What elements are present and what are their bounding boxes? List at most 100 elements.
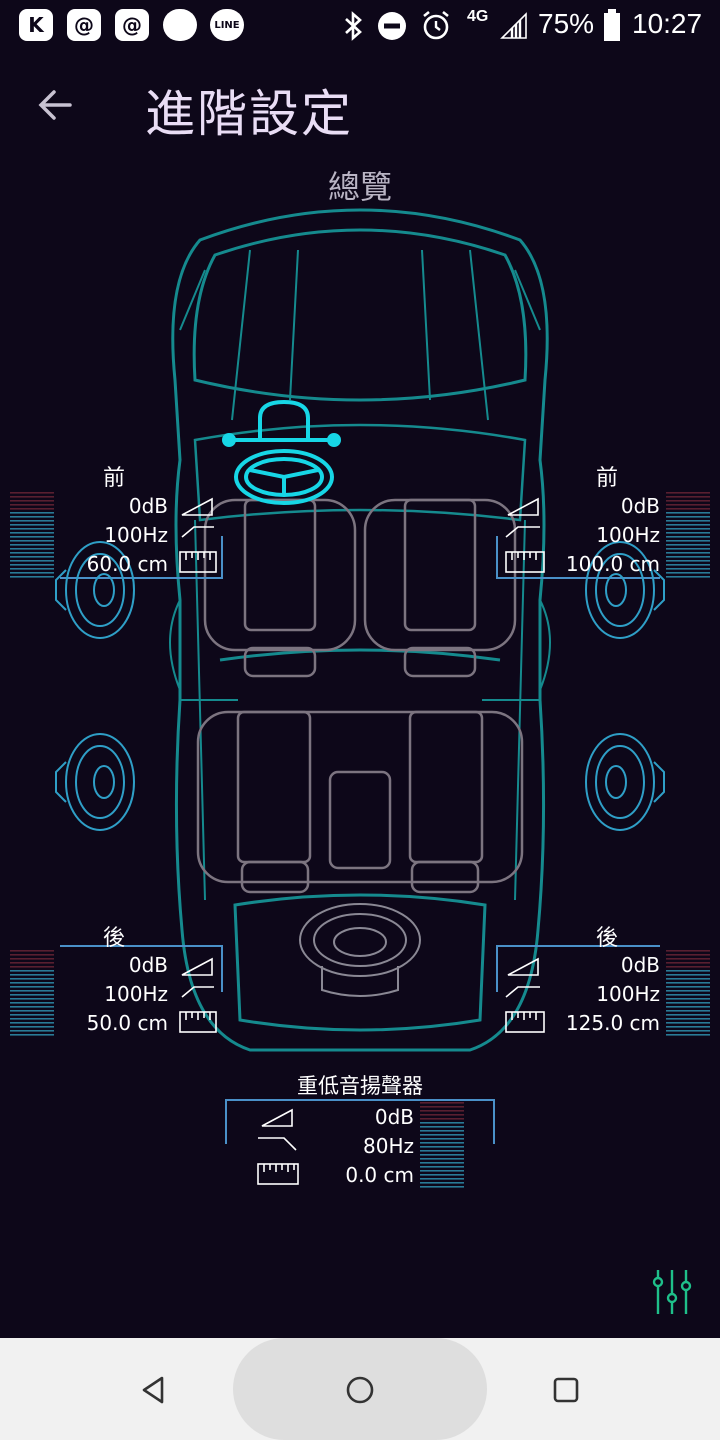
rear-left-frequency[interactable]: 100Hz — [104, 982, 168, 1006]
front-right-frequency[interactable]: 100Hz — [596, 523, 660, 547]
meter-bar — [420, 1110, 464, 1112]
meter-bar — [10, 1002, 54, 1004]
subwoofer-bracket — [225, 1099, 495, 1144]
car-body-outline — [171, 208, 549, 1052]
meter-bar — [666, 994, 710, 996]
rear-right-distance[interactable]: 125.0 cm — [565, 1011, 660, 1035]
meter-bar — [10, 958, 54, 960]
meter-bar — [10, 540, 54, 542]
front-right-distance[interactable]: 100.0 cm — [565, 552, 660, 576]
subwoofer-distance[interactable]: 0.0 cm — [345, 1163, 414, 1187]
gain-icon — [181, 497, 213, 516]
rear-right-frequency[interactable]: 100Hz — [596, 982, 660, 1006]
meter-bar — [10, 560, 54, 562]
meter-bar — [666, 978, 710, 980]
battery-percent: 75% — [538, 8, 595, 39]
nav-back-icon[interactable] — [138, 1374, 170, 1406]
meter-bar — [10, 982, 54, 984]
meter-bar — [666, 572, 710, 574]
roof-line-1 — [219, 648, 501, 662]
front-left-gain[interactable]: 0dB — [128, 494, 168, 518]
meter-bar — [666, 512, 710, 514]
equalizer-sliders-icon[interactable] — [650, 1268, 694, 1316]
front-right-gain[interactable]: 0dB — [620, 494, 660, 518]
meter-bar — [666, 958, 710, 960]
meter-bar — [666, 1002, 710, 1004]
mail-app-icon: @ — [67, 9, 101, 41]
front-left-distance[interactable]: 60.0 cm — [86, 552, 168, 576]
meter-bar — [10, 508, 54, 510]
meter-bar — [666, 540, 710, 542]
meter-bar — [666, 1010, 710, 1012]
meter-bar — [10, 954, 54, 956]
meter-bar — [10, 552, 54, 554]
meter-bar — [666, 504, 710, 506]
car-diagram — [10, 208, 710, 1188]
meter-bar — [420, 1122, 464, 1124]
meter-bar — [10, 568, 54, 570]
back-arrow-icon[interactable] — [34, 82, 80, 128]
meter-bar — [10, 496, 54, 498]
meter-bar — [10, 536, 54, 538]
meter-bar — [10, 986, 54, 988]
nav-home-icon[interactable] — [344, 1374, 376, 1406]
kkbox-app-icon: K — [19, 9, 53, 41]
meter-bar — [10, 528, 54, 530]
meter-bar — [420, 1102, 464, 1104]
meter-bar — [10, 970, 54, 972]
subwoofer-gain[interactable]: 0dB — [374, 1105, 414, 1129]
meter-bar — [666, 564, 710, 566]
meter-bar — [10, 966, 54, 968]
level-meters — [10, 492, 710, 1188]
nav-recents-icon[interactable] — [550, 1374, 582, 1406]
clock: 10:27 — [632, 8, 703, 39]
meter-bar — [10, 1006, 54, 1008]
do-not-disturb-icon — [378, 12, 406, 40]
meter-bar — [10, 544, 54, 546]
meter-bar — [666, 548, 710, 550]
meter-bar — [10, 524, 54, 526]
front-right-bracket — [496, 536, 660, 579]
meter-bar — [666, 500, 710, 502]
signal-icon — [500, 12, 527, 39]
meter-bar — [420, 1118, 464, 1120]
meter-bar — [10, 576, 54, 578]
meter-bar — [666, 552, 710, 554]
rear-right-gain[interactable]: 0dB — [620, 953, 660, 977]
meter-bar — [666, 974, 710, 976]
meter-bar — [10, 950, 54, 952]
meter-bar — [420, 1158, 464, 1160]
adjust-icons — [179, 497, 545, 1185]
meter-bar — [666, 536, 710, 538]
meter-bar — [666, 560, 710, 562]
meter-bar — [10, 564, 54, 566]
front-right-label: 前 — [596, 466, 619, 491]
meter-bar — [10, 994, 54, 996]
front-left-frequency[interactable]: 100Hz — [104, 523, 168, 547]
rear-left-distance[interactable]: 50.0 cm — [86, 1011, 168, 1035]
meter-bar — [666, 990, 710, 992]
meter-bar — [666, 950, 710, 952]
subwoofer-frequency[interactable]: 80Hz — [363, 1134, 414, 1158]
meter-bar — [10, 504, 54, 506]
app-bar: 進階設定 — [0, 60, 720, 150]
meter-bar — [420, 1170, 464, 1172]
meter-bar — [10, 572, 54, 574]
meter-bar — [420, 1130, 464, 1132]
status-bar: K @ @ LINE 4G 75% 10:27 — [0, 0, 720, 52]
meter-bar — [420, 1162, 464, 1164]
rear-left-gain[interactable]: 0dB — [128, 953, 168, 977]
meter-bar — [420, 1134, 464, 1136]
system-navigation-bar — [0, 1338, 720, 1440]
meter-bar — [10, 520, 54, 522]
meter-bar — [666, 556, 710, 558]
meter-bar — [420, 1142, 464, 1144]
meter-bar — [10, 548, 54, 550]
rear-right-label: 後 — [596, 926, 619, 951]
steering-wheel — [222, 399, 341, 505]
meter-bar — [10, 1030, 54, 1032]
home-pill[interactable] — [233, 1338, 487, 1440]
meter-bar — [666, 524, 710, 526]
meter-bar — [10, 532, 54, 534]
rear-window — [233, 893, 487, 1032]
